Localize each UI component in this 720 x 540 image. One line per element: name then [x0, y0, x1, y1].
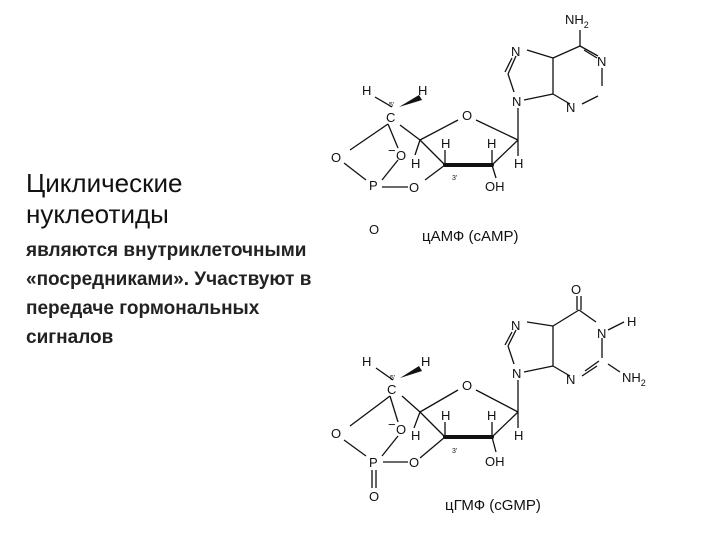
camp-amino-group: NH2: [565, 12, 589, 30]
cgmp-phosphorus: P: [369, 455, 378, 470]
camp-n9: N: [512, 94, 521, 109]
cgmp-caption: цГМФ (cGMP): [445, 497, 541, 514]
cgmp-h1: H: [514, 428, 523, 443]
cgmp-n1-hydrogen: H: [627, 314, 636, 329]
camp-o-bottom: O: [369, 222, 379, 237]
cgmp-structure: O N H NH2 N N N H H C 5' O H H H H O O −…: [331, 282, 646, 514]
camp-n1: N: [597, 54, 606, 69]
camp-h4: H: [411, 156, 420, 171]
camp-caption: цАМФ (cAMP): [422, 228, 519, 245]
cgmp-hydroxyl: OH: [485, 454, 505, 469]
camp-c3-prime: 3': [452, 175, 457, 182]
cgmp-c5: C: [387, 382, 396, 397]
slide-title: Циклические нуклеотиды: [26, 168, 183, 229]
cgmp-o-minus: O: [396, 422, 406, 437]
cgmp-n1: N: [597, 326, 606, 341]
cgmp-n3: N: [566, 372, 575, 387]
camp-h2: H: [487, 136, 496, 151]
cgmp-n9: N: [512, 366, 521, 381]
cgmp-o-bottom: O: [369, 489, 379, 504]
camp-n7: N: [511, 44, 520, 59]
cgmp-c3-prime: 3': [452, 448, 457, 455]
camp-phosphorus: P: [369, 178, 378, 193]
slide-body: являются внутриклеточными «посредниками»…: [26, 240, 312, 348]
camp-minus-sign: −: [388, 143, 396, 158]
cgmp-h5-a: H: [362, 354, 371, 369]
cgmp-h2: H: [487, 408, 496, 423]
slide-text-block: Циклические нуклеотиды являются внутрикл…: [26, 168, 326, 352]
cgmp-n7: N: [511, 318, 520, 333]
camp-h5-a: H: [362, 83, 371, 98]
camp-h1: H: [514, 156, 523, 171]
cgmp-ring-oxygen: O: [462, 378, 472, 393]
camp-o-left: O: [331, 150, 341, 165]
camp-hydroxyl: OH: [485, 179, 505, 194]
camp-ring-oxygen: O: [462, 108, 472, 123]
camp-h3: H: [441, 136, 450, 151]
cgmp-h3: H: [441, 408, 450, 423]
cgmp-base-bonds: [504, 296, 625, 412]
camp-c5-prime: 5': [389, 102, 394, 109]
cgmp-h5-b: H: [421, 354, 430, 369]
cgmp-c5-prime: 5': [390, 375, 395, 382]
camp-structure: NH2 N N N N H H C 5' O H H H H O O − P O…: [331, 12, 606, 245]
cgmp-sugar-bonds: [343, 366, 519, 488]
camp-n3: N: [566, 100, 575, 115]
cgmp-carbonyl-oxygen: O: [571, 282, 581, 297]
camp-c5: C: [386, 110, 395, 125]
cgmp-minus-sign: −: [388, 417, 396, 432]
camp-o3: O: [409, 180, 419, 195]
cgmp-amino-group: NH2: [622, 370, 646, 388]
camp-o-minus: O: [396, 148, 406, 163]
cgmp-o-left: O: [331, 426, 341, 441]
camp-sugar-bonds: [343, 95, 519, 188]
cgmp-h4: H: [411, 428, 420, 443]
camp-base-bonds: [504, 30, 603, 140]
camp-h5-b: H: [418, 83, 427, 98]
cgmp-o3: O: [409, 455, 419, 470]
